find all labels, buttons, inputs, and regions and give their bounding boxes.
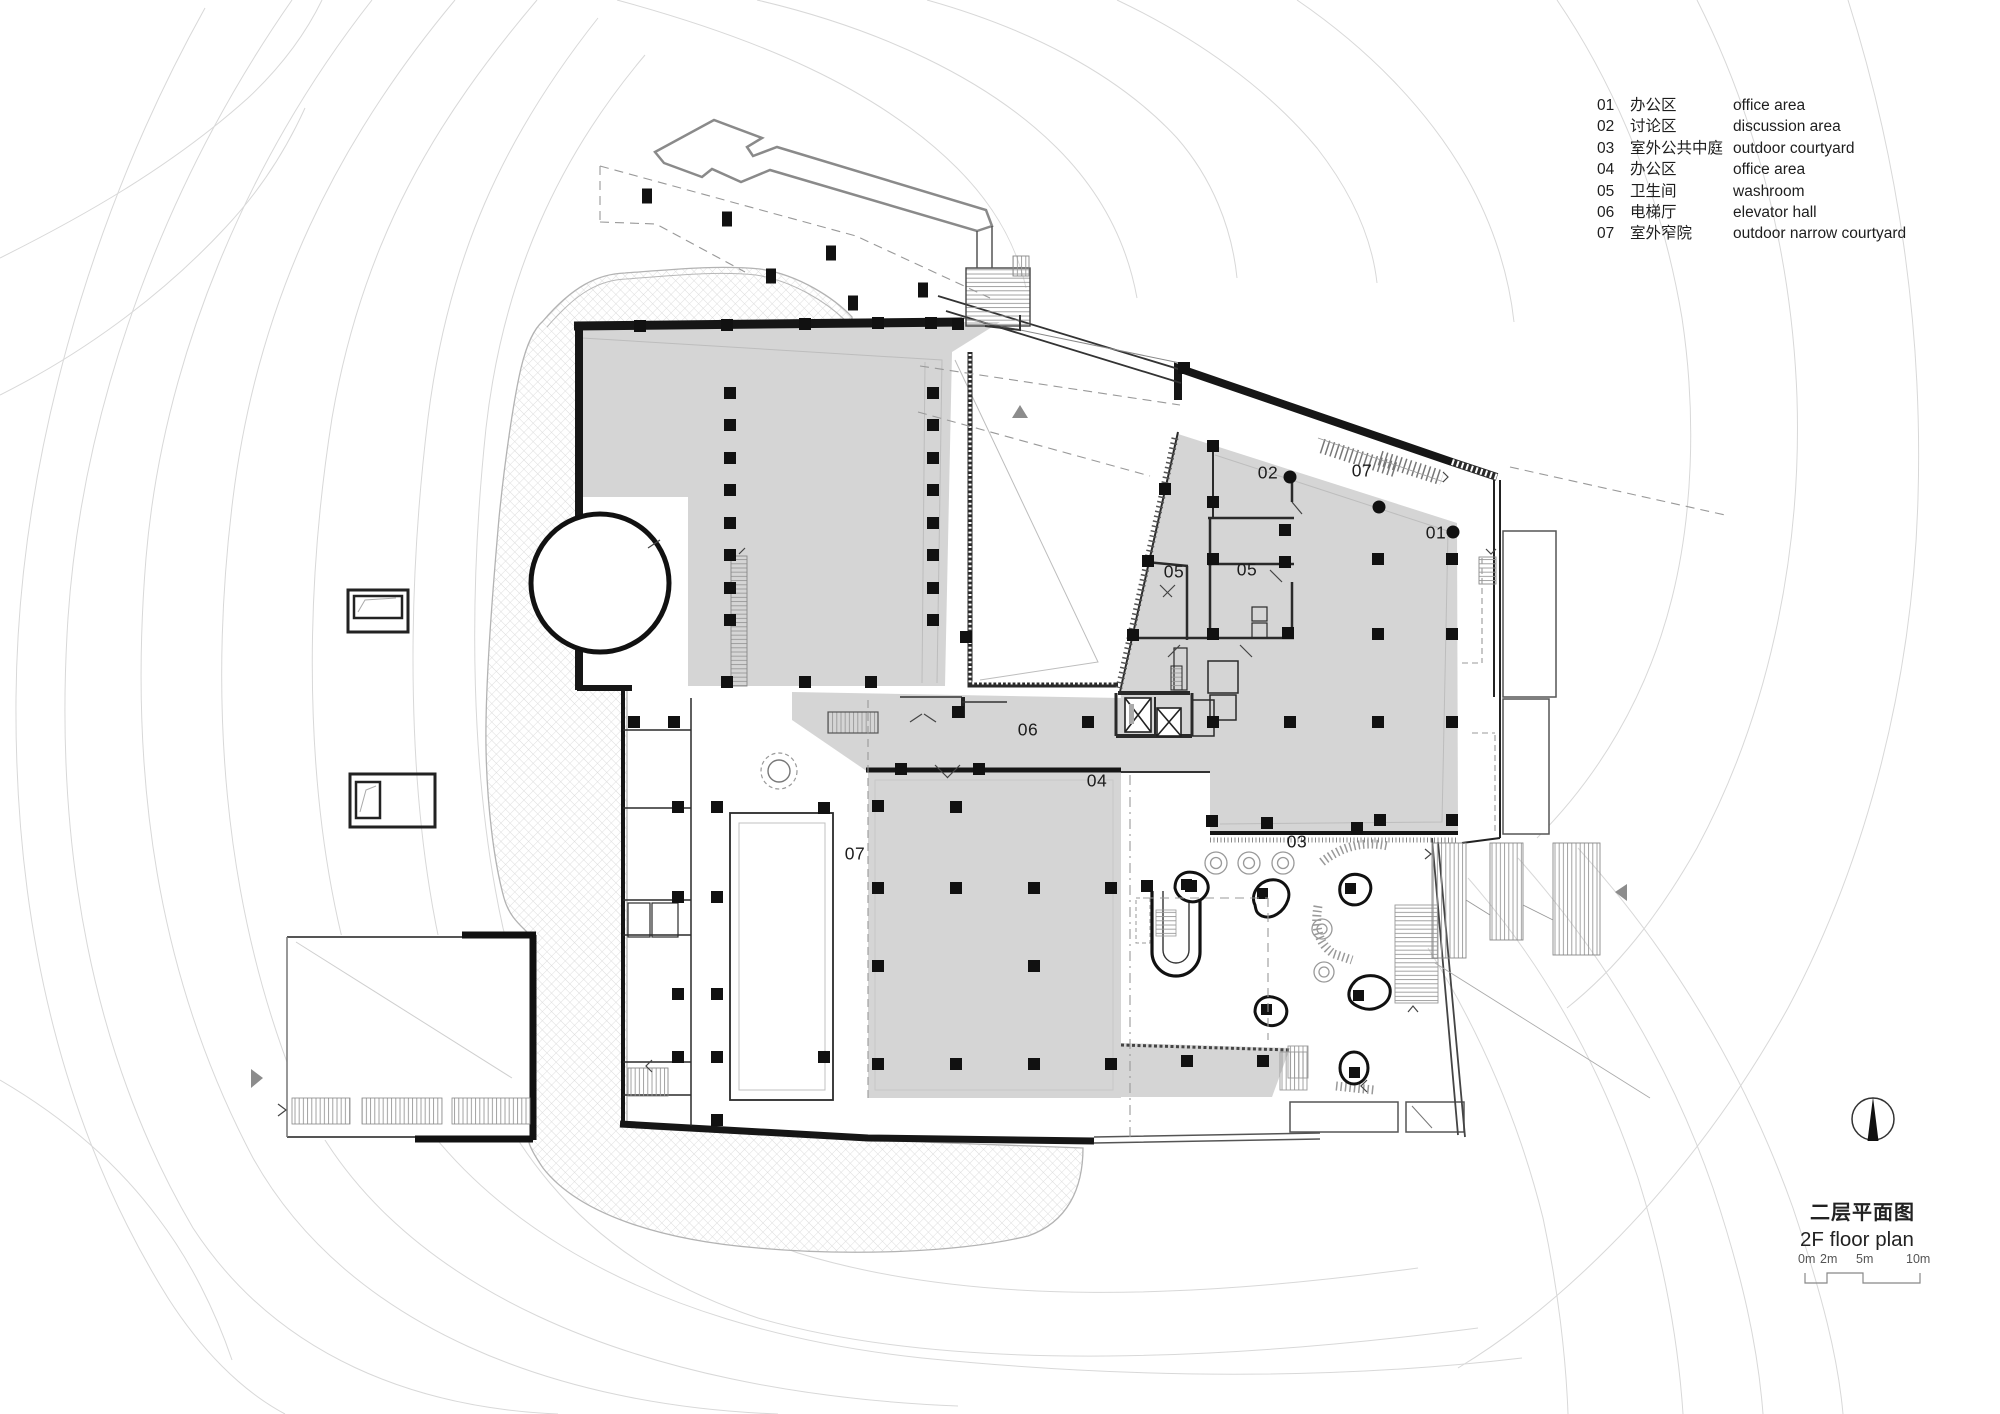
hatched-wall-segment <box>1450 458 1499 481</box>
structural-walls <box>573 295 1501 1145</box>
column-dots <box>1283 470 1460 539</box>
left-arrow-marker <box>1615 884 1627 901</box>
u-stair <box>1135 891 1202 978</box>
dashed-lines <box>599 165 1726 1140</box>
skylight-boxes <box>346 588 437 829</box>
stairs-and-hatches <box>627 255 1651 1138</box>
north-arrow-icon <box>1851 1097 1895 1141</box>
zigzag-ramp <box>653 118 994 233</box>
narrow-courtyard-steps <box>1317 437 1445 486</box>
door-marks <box>277 471 1497 1117</box>
hillside-crosshatch <box>485 266 1084 1253</box>
up-arrow-marker <box>1012 405 1028 418</box>
elevator-shafts <box>1124 697 1182 737</box>
structural-columns <box>628 188 1458 1126</box>
right-arrow-marker <box>251 1069 263 1088</box>
direction-markers <box>251 405 1627 1088</box>
entry-bridge <box>286 931 537 1143</box>
mass-south-terrace <box>1121 1043 1290 1097</box>
interior-walls <box>623 450 1557 1133</box>
tree-court-circle <box>528 511 672 655</box>
mass-office-04 <box>868 772 1121 1098</box>
scale-bar <box>1804 1272 1921 1284</box>
mass-upper-left-block <box>577 322 1000 686</box>
upper-entry-path <box>653 118 994 268</box>
ring-stools <box>1204 851 1335 983</box>
